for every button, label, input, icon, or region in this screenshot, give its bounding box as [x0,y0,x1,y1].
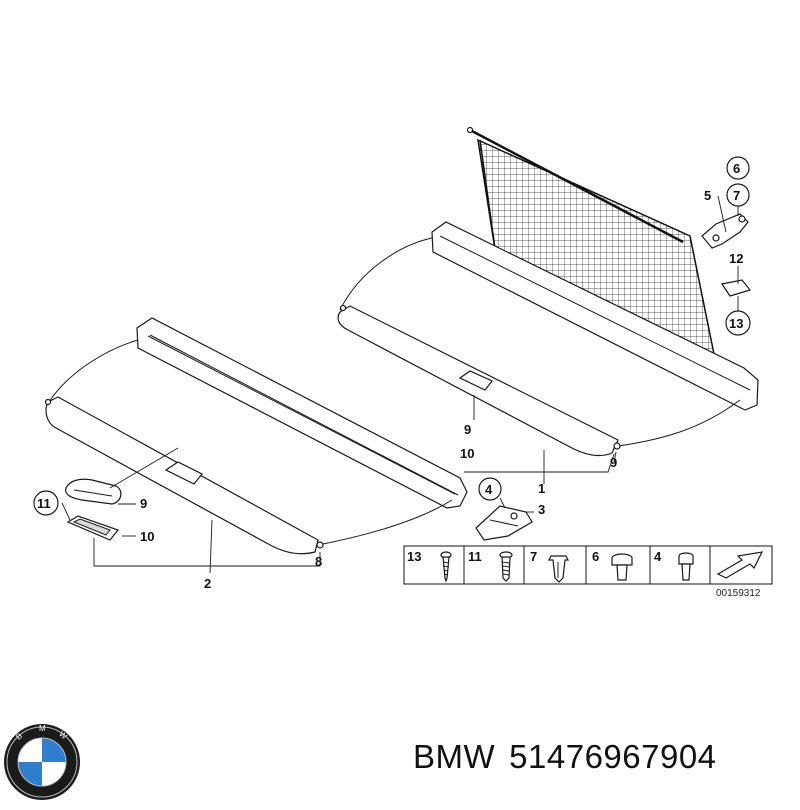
clip-7-icon [548,555,569,583]
bracket-part-5 [701,213,749,249]
brand-name: BMW [413,738,496,775]
label-5: 5 [704,188,711,203]
svg-text:M: M [39,724,46,733]
label-8: 8 [315,554,322,569]
bolt-4-icon [678,552,694,581]
svg-text:W: W [57,729,69,741]
label-9-right: 9 [610,455,617,470]
legend-label-13: 13 [407,549,421,564]
label-10-center: 10 [460,446,474,461]
label-13: 13 [729,316,743,331]
fastener-legend: 13 11 7 6 4 [403,545,773,585]
bolt-6-icon [611,553,633,581]
part-number: 51476967904 [509,738,717,775]
handle-part-9 [65,478,122,505]
label-1: 1 [538,481,545,496]
leader-lines [61,195,739,574]
label-4: 4 [485,482,493,497]
label-12: 12 [729,251,743,266]
legend-label-6: 6 [592,549,599,564]
legend-label-7: 7 [530,549,537,564]
svg-text:B: B [14,731,24,741]
legend-label-4: 4 [654,549,662,564]
screw-13-icon [440,551,452,583]
screw-11-icon [499,551,513,582]
clip-part-12 [721,279,752,297]
label-10-left: 10 [140,529,154,544]
label-9-left: 9 [140,496,147,511]
callouts: 1 2 3 4 5 6 7 8 9 9 9 10 10 11 12 13 [33,156,751,591]
diagram-code: 00159312 [716,588,761,599]
cargo-cover-right [337,221,759,457]
handle-part-10 [66,515,119,541]
direction-arrow-icon [716,551,764,579]
legend-label-11: 11 [468,549,482,564]
cargo-cover-left [44,317,468,555]
bmw-logo-icon: B M W [4,724,80,800]
label-2: 2 [204,576,211,591]
latch-part-3 [475,505,533,541]
label-3: 3 [538,502,545,517]
label-6: 6 [733,161,740,176]
label-9-center: 9 [464,422,471,437]
part-title: BMW 51476967904 [413,738,731,776]
label-7: 7 [733,188,740,203]
label-11: 11 [37,496,51,511]
